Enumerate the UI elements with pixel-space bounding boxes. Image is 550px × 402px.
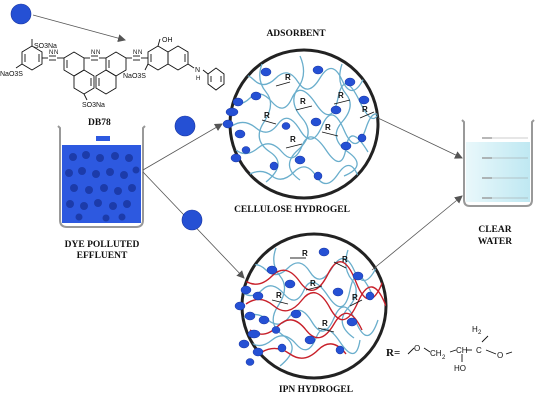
- cellulose-hydrogel-label: CELLULOSE HYDROGEL: [234, 205, 350, 215]
- clear-water-beaker: CLEAR WATER: [461, 119, 535, 247]
- formula-h-top-sub: 2: [478, 330, 482, 336]
- naso3-left-label: NaO3S: [0, 71, 23, 78]
- formula-h-top: H: [472, 325, 478, 334]
- ipn-hydrogel-label: IPN HYDROGEL: [279, 385, 353, 395]
- formula-ch2-sub: 2: [442, 355, 446, 361]
- dye-dot-upper-icon: [174, 115, 196, 137]
- adsorbent-label: ADSORBENT: [266, 29, 326, 39]
- crosslink-r: R: [285, 73, 291, 82]
- formula-ch: CH: [456, 346, 468, 355]
- crosslink-r: R: [300, 97, 306, 106]
- crosslink-r: R: [325, 123, 331, 132]
- effluent-label: EFFLUENT: [77, 251, 128, 261]
- crosslink-r: R: [290, 135, 296, 144]
- crosslink-r: R: [310, 279, 316, 288]
- naso3-right-label: NaO3S: [123, 73, 146, 80]
- dye-dot-lower-icon: [181, 209, 203, 231]
- cellulose-hydrogel-circle: ADSORBENT R R R R R R R: [222, 29, 380, 215]
- crosslinker-formula: R= O CH 2 CH H 2 C O HO: [386, 325, 513, 373]
- azo-n-4: N: [96, 50, 100, 56]
- azo-n-1: N: [49, 50, 53, 56]
- formula-c-top: C: [476, 346, 482, 355]
- cellulose-to-clear-arrow: [377, 117, 463, 159]
- formula-ho: HO: [454, 364, 466, 373]
- dye-name-label: DB78: [88, 118, 111, 128]
- dye-polluted-label: DYE POLLUTED: [65, 240, 140, 250]
- crosslink-r: R: [342, 255, 348, 264]
- azo-n-5: N: [133, 50, 137, 56]
- crosslink-r: R: [362, 105, 368, 114]
- crosslink-r: R: [338, 91, 344, 100]
- water-label: WATER: [478, 237, 512, 247]
- oh-label: OH: [162, 37, 173, 44]
- amine-n-label: N: [195, 67, 200, 74]
- ipn-to-clear-arrow: [371, 195, 463, 271]
- dye-molecule: SO3Na NaO3S SO3Na OH NaO3S N H N N N N N…: [0, 3, 225, 128]
- ipn-hydrogel-circle: R R R R R R IPN HYDROGEL: [234, 232, 388, 395]
- formula-o-right: O: [497, 351, 503, 360]
- dye-molecule-dot-icon: [10, 3, 32, 25]
- r-equals-label: R=: [386, 347, 400, 359]
- azo-n-6: N: [138, 50, 142, 56]
- to-cellulose-arrow: [142, 123, 223, 171]
- crosslink-r: R: [352, 293, 358, 302]
- crosslink-r: R: [276, 291, 282, 300]
- dye-to-structure-arrow: [32, 14, 126, 43]
- azo-n-2: N: [54, 50, 58, 56]
- clear-label: CLEAR: [478, 225, 511, 235]
- amine-h-label: H: [196, 76, 200, 82]
- azo-n-3: N: [91, 50, 95, 56]
- formula-ch2: CH: [430, 349, 442, 358]
- polluted-effluent-beaker: DYE POLLUTED EFFLUENT: [57, 125, 146, 261]
- crosslink-r: R: [302, 249, 308, 258]
- so3na-middle-label: SO3Na: [82, 102, 105, 109]
- crosslink-r: R: [264, 111, 270, 120]
- formula-o-left: O: [414, 344, 420, 353]
- crosslink-r: R: [322, 319, 328, 328]
- so3na-label: SO3Na: [34, 43, 57, 50]
